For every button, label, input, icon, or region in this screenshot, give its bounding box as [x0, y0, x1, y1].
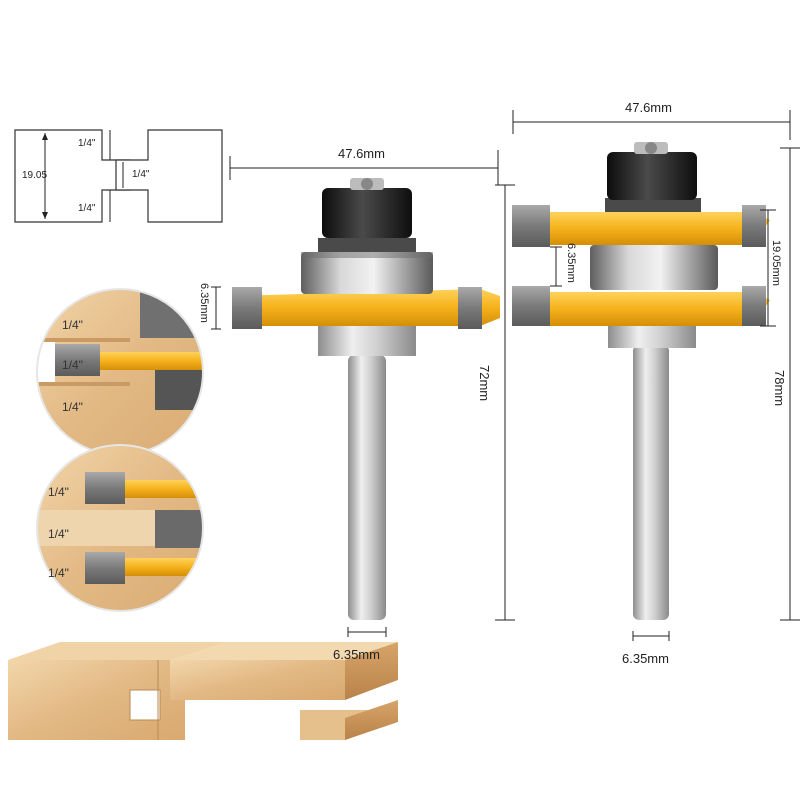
- dimension-lines: [211, 110, 800, 641]
- left-bit-cutter-height-label: 6.35mm: [198, 283, 210, 323]
- wood-boards-joint: [8, 642, 398, 740]
- profile-height-label: 19.05: [22, 170, 48, 181]
- left-bit-width-label: 47.6mm: [338, 146, 385, 161]
- left-bit-length-label: 72mm: [477, 365, 492, 402]
- profile-diagram: [14, 129, 223, 223]
- closeup-bottom-label-1: 1/4": [48, 485, 69, 499]
- right-bit-shank-label: 6.35mm: [622, 651, 669, 666]
- closeup-top-label-3: 1/4": [62, 400, 83, 414]
- profile-tongue-label: 1/4": [132, 169, 150, 180]
- profile-top-gap-label: 1/4": [78, 138, 96, 149]
- right-bit-width-label: 47.6mm: [625, 100, 672, 115]
- right-bit-span-label: 19.05mm: [770, 240, 782, 286]
- right-bit-length-label: 78mm: [772, 370, 787, 407]
- router-bit-left: [232, 178, 500, 620]
- closeup-top-label-1: 1/4": [62, 318, 83, 332]
- closeup-bottom-label-2: 1/4": [48, 527, 69, 541]
- closeup-top-label-2: 1/4": [62, 358, 83, 372]
- left-bit-shank-label: 6.35mm: [333, 647, 380, 662]
- joint-closeup-top: [37, 289, 203, 455]
- profile-bottom-gap-label: 1/4": [78, 203, 96, 214]
- joint-closeup-bottom: [37, 445, 203, 611]
- router-bit-right: [512, 142, 770, 620]
- closeup-bottom-label-3: 1/4": [48, 566, 69, 580]
- right-bit-gap-label: 6.35mm: [565, 243, 577, 283]
